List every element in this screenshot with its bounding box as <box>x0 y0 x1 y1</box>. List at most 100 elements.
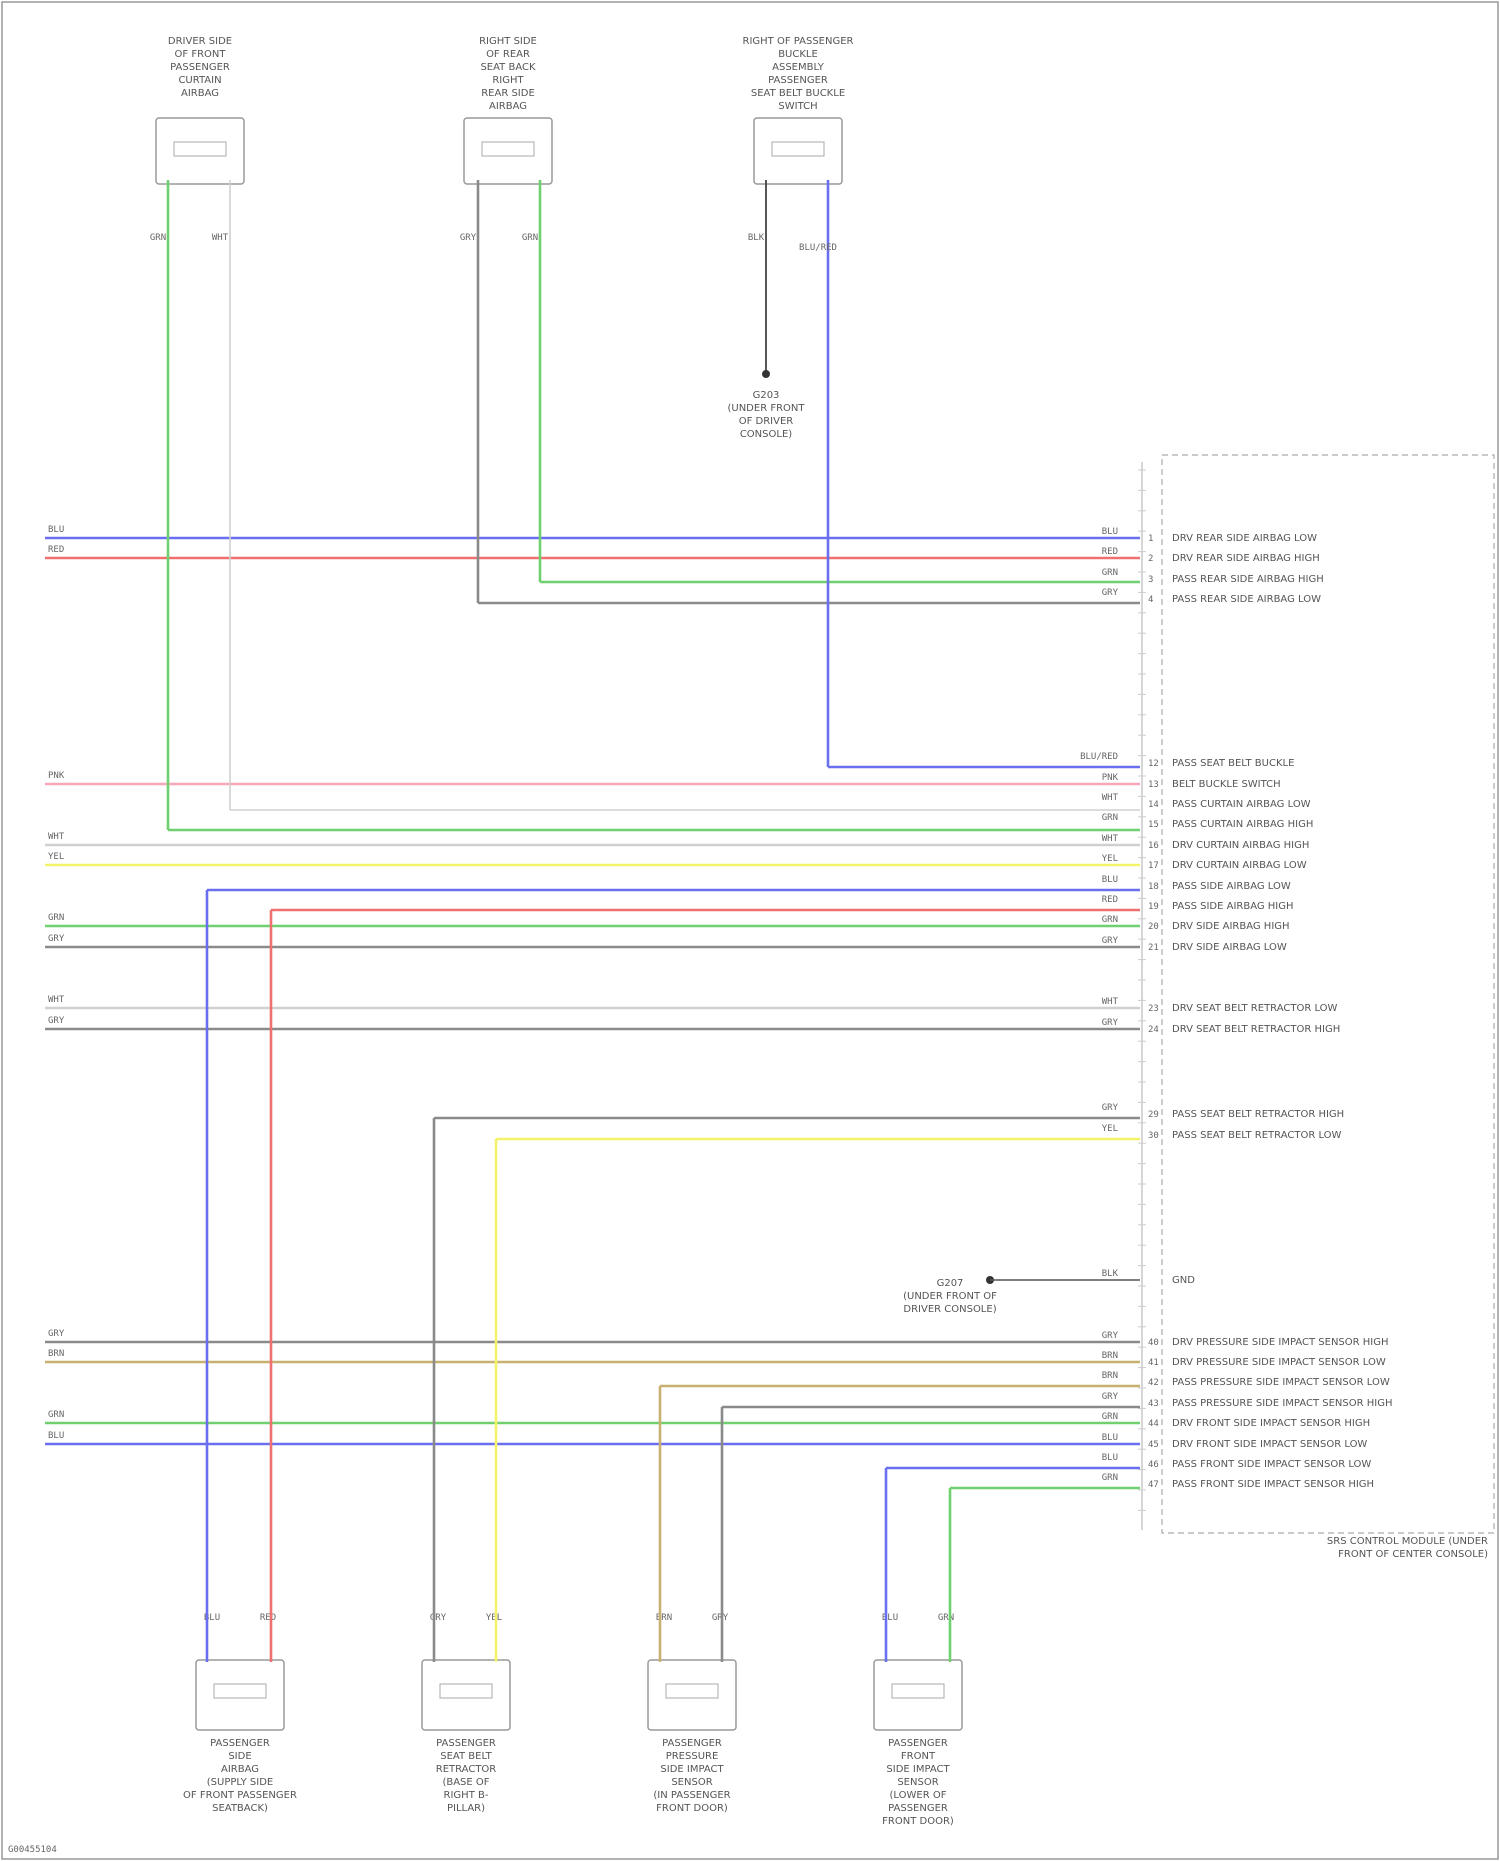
row-left-wire-color: BLU <box>48 525 64 535</box>
ground-mid-label: G207 <box>937 1278 964 1289</box>
ground-label: CONSOLE) <box>740 429 792 440</box>
top-component-label: OF FRONT <box>175 49 227 60</box>
bottom-component-label: PASSENGER <box>210 1738 270 1749</box>
row-right-wire-color: PNK <box>1102 773 1119 783</box>
row-left-wire-color: WHT <box>48 995 65 1005</box>
row-signal-name: PASS PRESSURE SIDE IMPACT SENSOR HIGH <box>1172 1398 1393 1409</box>
row-right-wire-color: BLU <box>1102 1453 1118 1463</box>
srs-module-label: FRONT OF CENTER CONSOLE) <box>1338 1549 1488 1560</box>
row-pin-number: 16 <box>1148 841 1159 851</box>
row-pin-number: 30 <box>1148 1131 1159 1141</box>
top-component-label: AIRBAG <box>181 88 219 99</box>
row-right-wire-color: YEL <box>1102 854 1118 864</box>
row-right-wire-color: BLU <box>1102 1433 1118 1443</box>
row-right-wire-color: WHT <box>1102 834 1119 844</box>
row-pin-number: 13 <box>1148 780 1159 790</box>
top-pin-wire: GRN <box>150 233 166 243</box>
row-pin-number: 20 <box>1148 922 1159 932</box>
row-pin-number: 21 <box>1148 943 1159 953</box>
row-signal-name: DRV PRESSURE SIDE IMPACT SENSOR LOW <box>1172 1357 1386 1368</box>
top-pin-wire: GRN <box>522 233 538 243</box>
ground-mid-label: (UNDER FRONT OF <box>903 1291 997 1302</box>
row-signal-name: DRV PRESSURE SIDE IMPACT SENSOR HIGH <box>1172 1337 1389 1348</box>
bottom-component-label: PASSENGER <box>436 1738 496 1749</box>
top-component-label: ASSEMBLY <box>772 62 825 73</box>
row-right-wire-color: GRY <box>1102 588 1119 598</box>
row-right-wire-color: BLU <box>1102 527 1118 537</box>
row-signal-name: PASS FRONT SIDE IMPACT SENSOR HIGH <box>1172 1479 1374 1490</box>
row-left-wire-color: BRN <box>48 1349 64 1359</box>
row-right-wire-color: BLU/RED <box>1080 752 1118 762</box>
bottom-component-label: (IN PASSENGER <box>653 1790 730 1801</box>
row-right-wire-color: BRN <box>1102 1371 1118 1381</box>
bottom-component-label: SENSOR <box>671 1777 712 1788</box>
ground-dot <box>762 370 770 378</box>
bottom-component-label: PASSENGER <box>662 1738 722 1749</box>
row-right-wire-color: GRY <box>1102 936 1119 946</box>
row-pin-number: 47 <box>1148 1480 1159 1490</box>
row-pin-number: 4 <box>1148 595 1153 605</box>
top-component-label: SEAT BACK <box>480 62 536 73</box>
top-pin-wire: GRY <box>460 233 477 243</box>
row-pin-number: 17 <box>1148 861 1159 871</box>
row-pin-number: 15 <box>1148 820 1159 830</box>
row-pin-number: 41 <box>1148 1358 1159 1368</box>
row-signal-name: PASS PRESSURE SIDE IMPACT SENSOR LOW <box>1172 1377 1390 1388</box>
row-right-wire-color: GRN <box>1102 568 1118 578</box>
top-component-label: CURTAIN <box>178 75 221 86</box>
row-signal-name: DRV FRONT SIDE IMPACT SENSOR HIGH <box>1172 1418 1370 1429</box>
row-signal-name: DRV SEAT BELT RETRACTOR LOW <box>1172 1003 1338 1014</box>
bottom-component-label: FRONT DOOR) <box>656 1803 728 1814</box>
top-component-label: REAR SIDE <box>481 88 535 99</box>
row-right-wire-color: GRY <box>1102 1018 1119 1028</box>
bottom-component-label: PRESSURE <box>666 1751 719 1762</box>
bottom-pin-wire: GRN <box>938 1613 954 1623</box>
row-pin-number: 2 <box>1148 554 1153 564</box>
bottom-pin-wire: GRY <box>430 1613 447 1623</box>
ground-label: OF DRIVER <box>739 416 794 427</box>
bottom-component-label: SIDE <box>228 1751 251 1762</box>
row-signal-name: DRV CURTAIN AIRBAG HIGH <box>1172 840 1309 851</box>
top-pin-wire: WHT <box>212 233 229 243</box>
top-component-label: PASSENGER <box>768 75 828 86</box>
row-signal-name: PASS FRONT SIDE IMPACT SENSOR LOW <box>1172 1459 1371 1470</box>
ground-mid-signal: GND <box>1172 1275 1195 1286</box>
bottom-component-label: SIDE IMPACT <box>886 1764 950 1775</box>
row-pin-number: 14 <box>1148 800 1159 810</box>
row-left-wire-color: GRY <box>48 1329 65 1339</box>
top-component-label: OF REAR <box>486 49 530 60</box>
top-component-label: AIRBAG <box>489 101 527 112</box>
top-component-label: RIGHT OF PASSENGER <box>743 36 854 47</box>
bottom-component-label: RIGHT B- <box>444 1790 489 1801</box>
bottom-component-label: OF FRONT PASSENGER <box>183 1790 297 1801</box>
row-left-wire-color: WHT <box>48 832 65 842</box>
bottom-component-label: FRONT DOOR) <box>882 1816 954 1827</box>
row-signal-name: DRV SIDE AIRBAG LOW <box>1172 942 1287 953</box>
row-left-wire-color: GRY <box>48 934 65 944</box>
bottom-component-box <box>422 1660 510 1730</box>
bottom-component-label: SENSOR <box>897 1777 938 1788</box>
top-component-label: SWITCH <box>778 101 817 112</box>
bottom-component-label: (SUPPLY SIDE <box>207 1777 273 1788</box>
row-pin-number: 42 <box>1148 1378 1159 1388</box>
row-signal-name: DRV REAR SIDE AIRBAG HIGH <box>1172 553 1320 564</box>
top-component-box <box>156 118 244 184</box>
row-signal-name: PASS REAR SIDE AIRBAG HIGH <box>1172 574 1324 585</box>
row-right-wire-color: BRN <box>1102 1351 1118 1361</box>
row-pin-number: 12 <box>1148 759 1159 769</box>
bottom-pin-wire: BLU <box>882 1613 898 1623</box>
bottom-component-box <box>874 1660 962 1730</box>
row-signal-name: PASS SEAT BELT RETRACTOR LOW <box>1172 1130 1342 1141</box>
row-pin-number: 24 <box>1148 1025 1159 1035</box>
row-pin-number: 1 <box>1148 534 1153 544</box>
row-signal-name: PASS SIDE AIRBAG HIGH <box>1172 901 1294 912</box>
bottom-pin-wire: BRN <box>656 1613 672 1623</box>
bottom-component-box <box>648 1660 736 1730</box>
row-signal-name: DRV SEAT BELT RETRACTOR HIGH <box>1172 1024 1340 1035</box>
bottom-component-label: AIRBAG <box>221 1764 259 1775</box>
top-component-label: BUCKLE <box>778 49 818 60</box>
row-pin-number: 18 <box>1148 882 1159 892</box>
row-pin-number: 19 <box>1148 902 1159 912</box>
